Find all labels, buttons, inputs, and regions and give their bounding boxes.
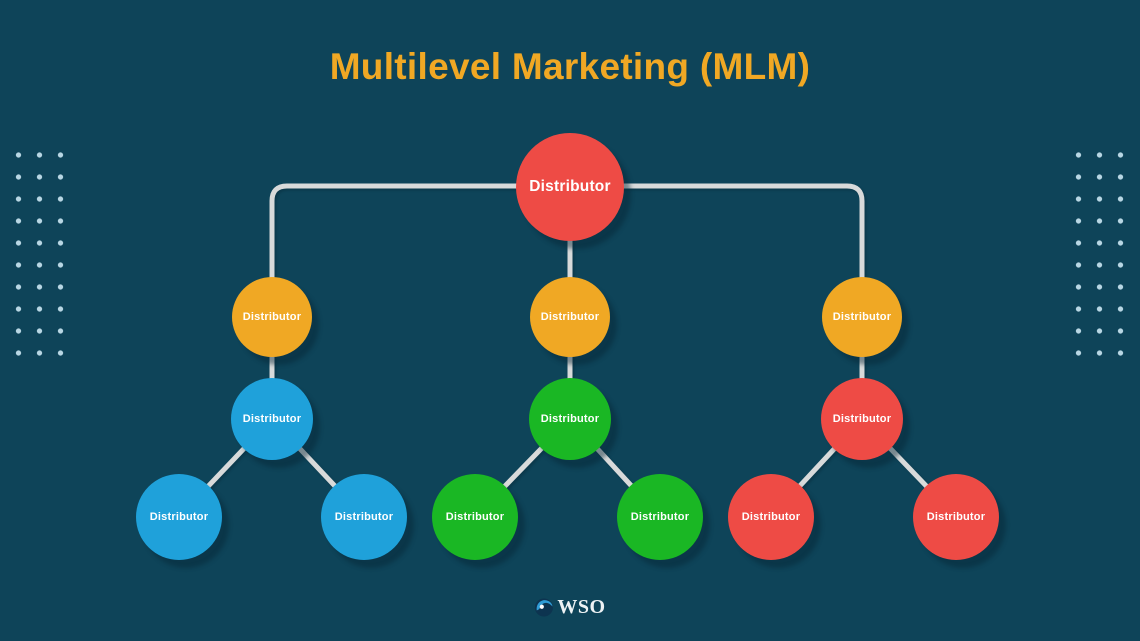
node-distributor-l4-3: Distributor	[432, 474, 518, 560]
node-distributor-l2-mid: Distributor	[530, 277, 610, 357]
node-distributor-l4-6: Distributor	[913, 474, 999, 560]
node-distributor-l4-5: Distributor	[728, 474, 814, 560]
node-distributor-l4-2: Distributor	[321, 474, 407, 560]
node-distributor-l4-4: Distributor	[617, 474, 703, 560]
node-distributor-l4-1: Distributor	[136, 474, 222, 560]
globe-icon	[534, 598, 553, 617]
node-distributor-l3-left: Distributor	[231, 378, 313, 460]
node-distributor-l2-right: Distributor	[822, 277, 902, 357]
logo-text: WSO	[557, 596, 606, 618]
node-distributor-l2-left: Distributor	[232, 277, 312, 357]
page-title: Multilevel Marketing (MLM)	[329, 46, 811, 87]
dot-grid-left	[8, 144, 71, 364]
wso-logo: WSO	[534, 596, 605, 619]
node-distributor-l3-right: Distributor	[821, 378, 903, 460]
node-distributor-root: Distributor	[516, 133, 624, 241]
node-distributor-l3-mid: Distributor	[529, 378, 611, 460]
dot-grid-right	[1068, 144, 1131, 364]
